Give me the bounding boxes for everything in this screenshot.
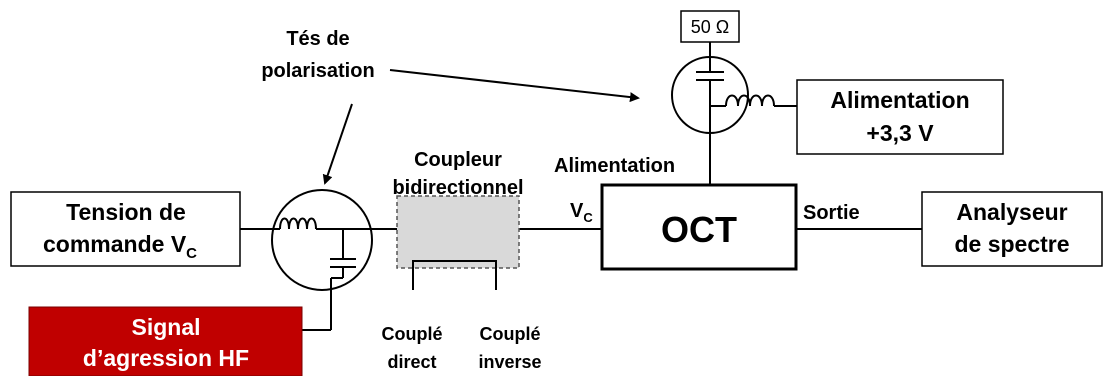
coupler-shape	[396, 195, 520, 269]
annotation-arrows	[322, 69, 640, 185]
spectrum-analyzer-label-1: Analyseur	[956, 199, 1067, 225]
bias-tee-left	[271, 189, 373, 291]
control-voltage: Tension de commande VC	[10, 191, 241, 267]
arrow-to-top-tee	[389, 69, 640, 103]
coupled-direct-label-1: Couplé	[382, 324, 443, 344]
bias-tees-label-2: polarisation	[261, 60, 374, 82]
bias-tees-label-1: Tés de	[286, 28, 349, 50]
spectrum-analyzer-label-2: de spectre	[954, 231, 1069, 257]
power-supply-label-1: Alimentation	[830, 87, 969, 113]
bidirectional-coupler	[396, 195, 520, 290]
arrow-to-left-tee	[322, 103, 353, 185]
coupled-inverse-label-1: Couplé	[480, 324, 541, 344]
control-voltage-label-2: commande VC	[43, 231, 197, 262]
power-supply-box	[796, 79, 1004, 155]
oct: OCT	[600, 183, 798, 271]
coupled-inverse-label-2: inverse	[478, 352, 541, 372]
power-supply: Alimentation +3,3 V	[796, 79, 1004, 155]
oct-label: OCT	[661, 209, 737, 250]
hf-signal-label-2: d’agression HF	[83, 345, 249, 371]
spectrum-analyzer: Analyseur de spectre	[921, 191, 1103, 267]
bias-tee-top	[671, 56, 775, 134]
coupled-direct-label-2: direct	[387, 352, 436, 372]
hf-signal: Signal d’agression HF	[28, 306, 303, 376]
hf-signal-label-1: Signal	[131, 314, 200, 340]
hf-signal-box	[28, 306, 303, 376]
coupler-label-2: bidirectionnel	[392, 177, 523, 199]
output-port-label: Sortie	[803, 202, 860, 224]
coupler-label-1: Coupleur	[414, 149, 502, 171]
load-50-ohm: 50 Ω	[680, 10, 740, 43]
control-voltage-box	[10, 191, 241, 267]
load-box	[680, 10, 740, 43]
load-label: 50 Ω	[691, 17, 729, 37]
oct-box	[600, 183, 798, 271]
control-voltage-label-1: Tension de	[66, 199, 186, 225]
supply-port-label: Alimentation	[554, 155, 675, 177]
vc-port-label: VC	[570, 200, 593, 225]
spectrum-analyzer-box	[921, 191, 1103, 267]
coupled-lines	[412, 260, 497, 290]
power-supply-label-2: +3,3 V	[866, 120, 934, 146]
